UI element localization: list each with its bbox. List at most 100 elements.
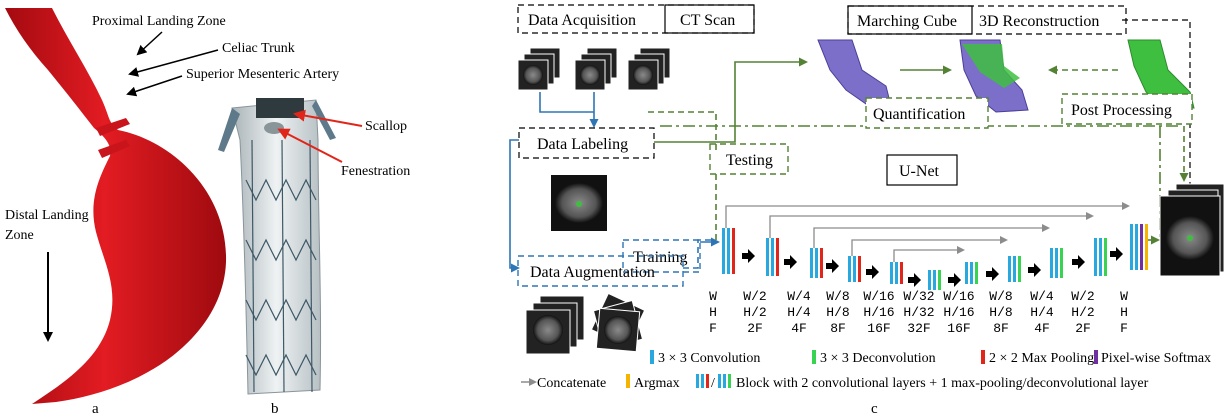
legend-softmax-swatch bbox=[1094, 350, 1098, 364]
dim-label-7-2: 8F bbox=[993, 321, 1009, 336]
flow-labeling-to-mesh bbox=[654, 57, 808, 143]
mesh-green bbox=[1127, 39, 1195, 109]
unet-softmax bbox=[1140, 224, 1143, 270]
arrow-proximal bbox=[136, 31, 163, 56]
legend-block-conv-a bbox=[696, 374, 699, 388]
unet-conv-2b bbox=[815, 248, 818, 278]
graft-strut-left bbox=[218, 108, 240, 152]
dim-label-4-1: H/16 bbox=[863, 305, 894, 320]
graft-top bbox=[256, 98, 304, 118]
caption-a: a bbox=[92, 401, 99, 417]
unet-dconv-0b bbox=[970, 262, 973, 284]
flow-ct-to-labeling bbox=[539, 92, 594, 126]
dim-label-9-0: W/2 bbox=[1071, 289, 1094, 304]
text-ct-scan: CT Scan bbox=[680, 12, 735, 29]
unet-pool-2 bbox=[820, 248, 823, 278]
dim-label-5-0: W/32 bbox=[903, 289, 934, 304]
caption-c: c bbox=[871, 401, 878, 417]
dim-label-4-2: 16F bbox=[867, 321, 890, 336]
dim-label-6-2: 16F bbox=[947, 321, 970, 336]
unet-dconv-3a bbox=[1094, 238, 1097, 276]
unet-conv-3a bbox=[848, 256, 851, 282]
dim-label-9-1: H/2 bbox=[1071, 305, 1094, 320]
augmented-images bbox=[525, 292, 646, 355]
skip-connection-4 bbox=[851, 236, 1008, 256]
unet-diagram bbox=[722, 202, 1148, 290]
text-quantification: Quantification bbox=[873, 106, 965, 123]
dim-label-8-0: W/4 bbox=[1030, 289, 1054, 304]
legend-argmax-swatch bbox=[626, 374, 630, 388]
unet-conv-4a bbox=[890, 262, 893, 284]
box-post-processing bbox=[1061, 93, 1193, 125]
box-testing bbox=[709, 143, 789, 175]
panel-a: Proximal Landing Zone Celiac Trunk Super… bbox=[5, 8, 339, 417]
legend-block-conv-b bbox=[701, 374, 704, 388]
unet-argmax bbox=[1145, 224, 1148, 270]
text-data-acquisition: Data Acquisition bbox=[528, 12, 636, 29]
unet-conv-0b bbox=[727, 228, 730, 274]
dim-label-5-2: 32F bbox=[907, 321, 930, 336]
box-marching-cube bbox=[847, 5, 973, 35]
legend-argmax: Argmax bbox=[634, 376, 680, 391]
dim-label-3-0: W/8 bbox=[826, 289, 849, 304]
box-unet bbox=[886, 154, 958, 186]
legend-deconv-swatch bbox=[812, 350, 816, 364]
legend-slash: / bbox=[711, 376, 715, 391]
dim-label-9-2: 2F bbox=[1075, 321, 1091, 336]
label-scallop: Scallop bbox=[365, 119, 407, 134]
stent-graft bbox=[231, 99, 322, 395]
fenestration-hole bbox=[264, 122, 284, 134]
legend-conv: 3 × 3 Convolution bbox=[658, 351, 760, 366]
text-unet: U-Net bbox=[899, 163, 940, 180]
dim-label-8-2: 4F bbox=[1034, 321, 1050, 336]
unet-bottleneck-b bbox=[933, 270, 936, 290]
skip-connection-3 bbox=[813, 224, 1050, 248]
unet-flow-arrow-2 bbox=[826, 259, 839, 273]
unet-pool-0 bbox=[732, 228, 735, 274]
box-ct-scan bbox=[664, 4, 755, 34]
label-sma: Superior Mesenteric Artery bbox=[186, 67, 339, 82]
flow-labeling-to-augmentation bbox=[509, 139, 520, 273]
sma-branch bbox=[98, 140, 130, 158]
unet-dimensions: WHFW/2H/22FW/4H/44FW/8H/88FW/16H/1616FW/… bbox=[709, 289, 1128, 336]
unet-conv-4b bbox=[895, 262, 898, 284]
unet-flow-arrow-0 bbox=[742, 249, 755, 263]
arrow-fenestration bbox=[277, 128, 343, 163]
dim-label-3-1: H/8 bbox=[826, 305, 849, 320]
panel-b: Scallop Fenestration b bbox=[218, 98, 410, 417]
dim-label-2-1: H/4 bbox=[787, 305, 811, 320]
stent-rings bbox=[245, 139, 317, 393]
unet-dconv-2b bbox=[1055, 248, 1058, 278]
dim-label-10-1: H bbox=[1120, 305, 1128, 320]
text-data-augmentation: Data Augmentation bbox=[530, 264, 655, 281]
unet-dconv-1a bbox=[1008, 256, 1011, 282]
unet-deconv-0 bbox=[975, 262, 978, 284]
unet-conv-1b bbox=[771, 238, 774, 276]
unet-deconv-2 bbox=[1060, 248, 1063, 278]
text-post-processing: Post Processing bbox=[1071, 102, 1172, 119]
unet-pool-1 bbox=[776, 238, 779, 276]
box-data-augmentation bbox=[517, 255, 684, 287]
dim-label-8-1: H/4 bbox=[1030, 305, 1054, 320]
text-marching-cube: Marching Cube bbox=[857, 13, 957, 30]
unet-conv-1a bbox=[766, 238, 769, 276]
box-quantification bbox=[865, 97, 989, 129]
dim-label-10-0: W bbox=[1120, 289, 1128, 304]
label-celiac-trunk: Celiac Trunk bbox=[222, 41, 295, 56]
dim-label-1-2: 2F bbox=[747, 321, 763, 336]
unet-deconv-3 bbox=[1104, 238, 1107, 276]
skip-connection-1 bbox=[725, 202, 1130, 228]
unet-flow-arrow-4 bbox=[908, 273, 921, 287]
dim-label-7-1: H/8 bbox=[989, 305, 1012, 320]
dim-label-7-0: W/8 bbox=[989, 289, 1012, 304]
caption-b: b bbox=[271, 401, 279, 417]
unet-pool-3 bbox=[858, 256, 861, 282]
legend-block-pool bbox=[706, 374, 709, 388]
dim-label-0-2: F bbox=[709, 321, 717, 336]
unet-flow-arrow-6 bbox=[986, 267, 999, 281]
mesh-purple bbox=[817, 39, 891, 105]
dim-label-0-1: H bbox=[709, 305, 717, 320]
flow-augmentation-to-training bbox=[683, 239, 715, 269]
unet-flow-arrow-1 bbox=[784, 255, 797, 269]
